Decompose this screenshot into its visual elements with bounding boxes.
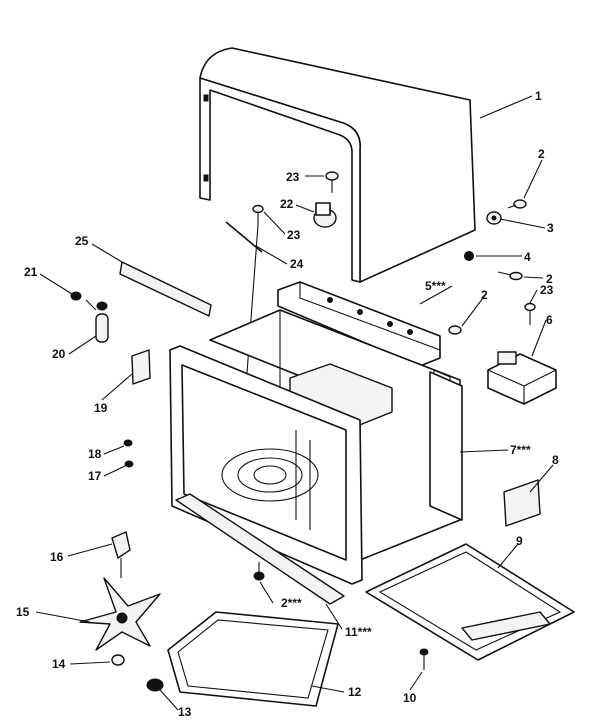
callout-14: 14 bbox=[52, 657, 66, 671]
screw-2-middle bbox=[448, 325, 462, 335]
base-plate-9 bbox=[365, 543, 575, 661]
screw-21 bbox=[70, 291, 82, 301]
screw-right-top bbox=[507, 199, 527, 209]
callout-20: 20 bbox=[52, 347, 66, 361]
lamp-20 bbox=[85, 299, 109, 343]
callout-8: 8 bbox=[552, 453, 559, 467]
screw-10 bbox=[419, 648, 429, 670]
callout-23: 23 bbox=[287, 228, 301, 242]
callout-1: 1 bbox=[535, 89, 542, 103]
screw-23-top bbox=[325, 171, 339, 193]
screw-18 bbox=[123, 439, 133, 447]
outer-cabinet bbox=[199, 47, 476, 283]
callout-2: 2 bbox=[546, 272, 553, 286]
coupler-16 bbox=[111, 531, 131, 578]
callout-labels: 1 2 3 4 2 23 22 23 24 25 21 5*** 2 23 6 … bbox=[16, 89, 559, 719]
callout-23: 23 bbox=[286, 170, 300, 184]
callout-2: 2*** bbox=[281, 596, 302, 610]
callout-13: 13 bbox=[178, 705, 192, 719]
callout-2: 2 bbox=[481, 288, 488, 302]
washer-3 bbox=[486, 211, 502, 225]
callout-23: 23 bbox=[540, 283, 554, 297]
screw-17 bbox=[124, 460, 134, 468]
nut-4 bbox=[464, 251, 474, 261]
screw-2-lower bbox=[253, 562, 265, 581]
rail-bracket-5 bbox=[277, 281, 441, 367]
stirrer-blade-15 bbox=[79, 577, 161, 651]
callout-25: 25 bbox=[75, 234, 89, 248]
bushing-14 bbox=[111, 654, 125, 666]
control-module-6 bbox=[487, 351, 557, 405]
callout-2: 2 bbox=[538, 147, 545, 161]
screw-23-left bbox=[244, 204, 264, 401]
glass-tray-12 bbox=[167, 611, 339, 707]
callout-7: 7*** bbox=[510, 443, 531, 457]
callout-19: 19 bbox=[94, 401, 108, 415]
callout-6: 6 bbox=[546, 313, 553, 327]
callout-17: 17 bbox=[88, 469, 102, 483]
bracket-19 bbox=[131, 349, 151, 385]
callout-18: 18 bbox=[88, 447, 102, 461]
callout-24: 24 bbox=[290, 257, 304, 271]
callout-15: 15 bbox=[16, 605, 30, 619]
side-panel-7 bbox=[429, 371, 463, 521]
thermal-cutout-22 bbox=[313, 202, 337, 228]
callout-5: 5*** bbox=[425, 279, 446, 293]
callout-16: 16 bbox=[50, 550, 64, 564]
leader-lines bbox=[35, 95, 554, 711]
rod-24 bbox=[225, 221, 263, 253]
callout-4: 4 bbox=[524, 250, 531, 264]
callout-12: 12 bbox=[348, 685, 362, 699]
screw-23-right bbox=[524, 302, 536, 325]
callout-10: 10 bbox=[403, 691, 417, 705]
callout-21: 21 bbox=[24, 265, 38, 279]
callout-3: 3 bbox=[547, 221, 554, 235]
lower-rail-11 bbox=[175, 493, 345, 605]
callout-9: 9 bbox=[516, 534, 523, 548]
nut-13 bbox=[146, 678, 164, 692]
callout-22: 22 bbox=[280, 197, 294, 211]
screw-right-mid bbox=[497, 271, 523, 281]
cover-strip-25 bbox=[119, 261, 212, 317]
callout-11: 11*** bbox=[345, 625, 372, 639]
